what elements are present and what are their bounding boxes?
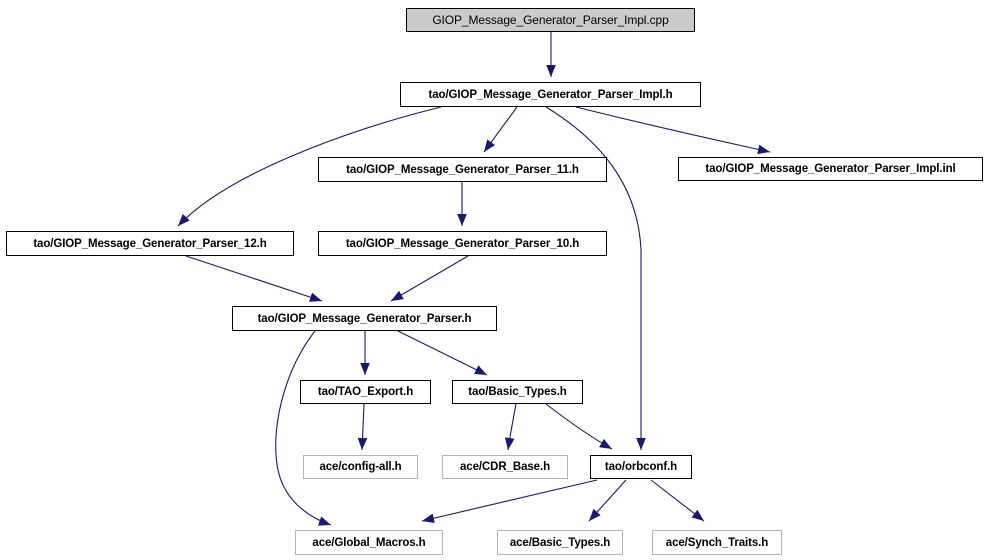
edge-parser-h-to-tao-basic-types-h [397, 330, 488, 376]
edge-impl-h-to-impl-inl [575, 106, 771, 155]
node-root-cpp: GIOP_Message_Generator_Parser_Impl.cpp [406, 8, 695, 32]
edge-tao-orbconf-h-to-ace-global-macros-h [421, 479, 598, 523]
node-tao-export-h[interactable]: tao/TAO_Export.h [300, 380, 431, 404]
node-parser-11-h[interactable]: tao/GIOP_Message_Generator_Parser_11.h [318, 157, 607, 182]
edge-parser-h-to-ace-global-macros-h [275, 330, 332, 526]
node-impl-h[interactable]: tao/GIOP_Message_Generator_Parser_Impl.h [400, 82, 701, 107]
edge-tao-orbconf-h-to-ace-basic-types-h [588, 479, 627, 522]
node-ace-basic-types-h: ace/Basic_Types.h [497, 530, 623, 555]
edge-tao-export-h-to-ace-config-all-h [357, 403, 368, 451]
node-tao-basic-types-h[interactable]: tao/Basic_Types.h [452, 380, 583, 404]
node-ace-cdr-base-h: ace/CDR_Base.h [442, 455, 568, 479]
node-impl-inl[interactable]: tao/GIOP_Message_Generator_Parser_Impl.i… [678, 157, 983, 181]
edge-parser-12-h-to-parser-h [185, 255, 323, 302]
edge-impl-h-to-parser-11-h [483, 106, 518, 153]
edge-tao-basic-types-h-to-tao-orbconf-h [545, 403, 613, 450]
node-ace-synch-traits-h: ace/Synch_Traits.h [652, 530, 782, 555]
node-ace-global-macros-h: ace/Global_Macros.h [295, 530, 443, 555]
node-ace-config-all-h: ace/config-all.h [303, 455, 418, 479]
node-parser-12-h[interactable]: tao/GIOP_Message_Generator_Parser_12.h [6, 231, 294, 256]
edge-parser-10-h-to-parser-h [390, 255, 469, 302]
edge-tao-orbconf-h-to-ace-synch-traits-h [650, 479, 705, 522]
node-parser-h[interactable]: tao/GIOP_Message_Generator_Parser.h [232, 306, 497, 331]
node-tao-orbconf-h[interactable]: tao/orbconf.h [590, 455, 692, 479]
edge-tao-basic-types-h-to-ace-cdr-base-h [504, 403, 517, 451]
node-parser-10-h[interactable]: tao/GIOP_Message_Generator_Parser_10.h [318, 231, 607, 256]
